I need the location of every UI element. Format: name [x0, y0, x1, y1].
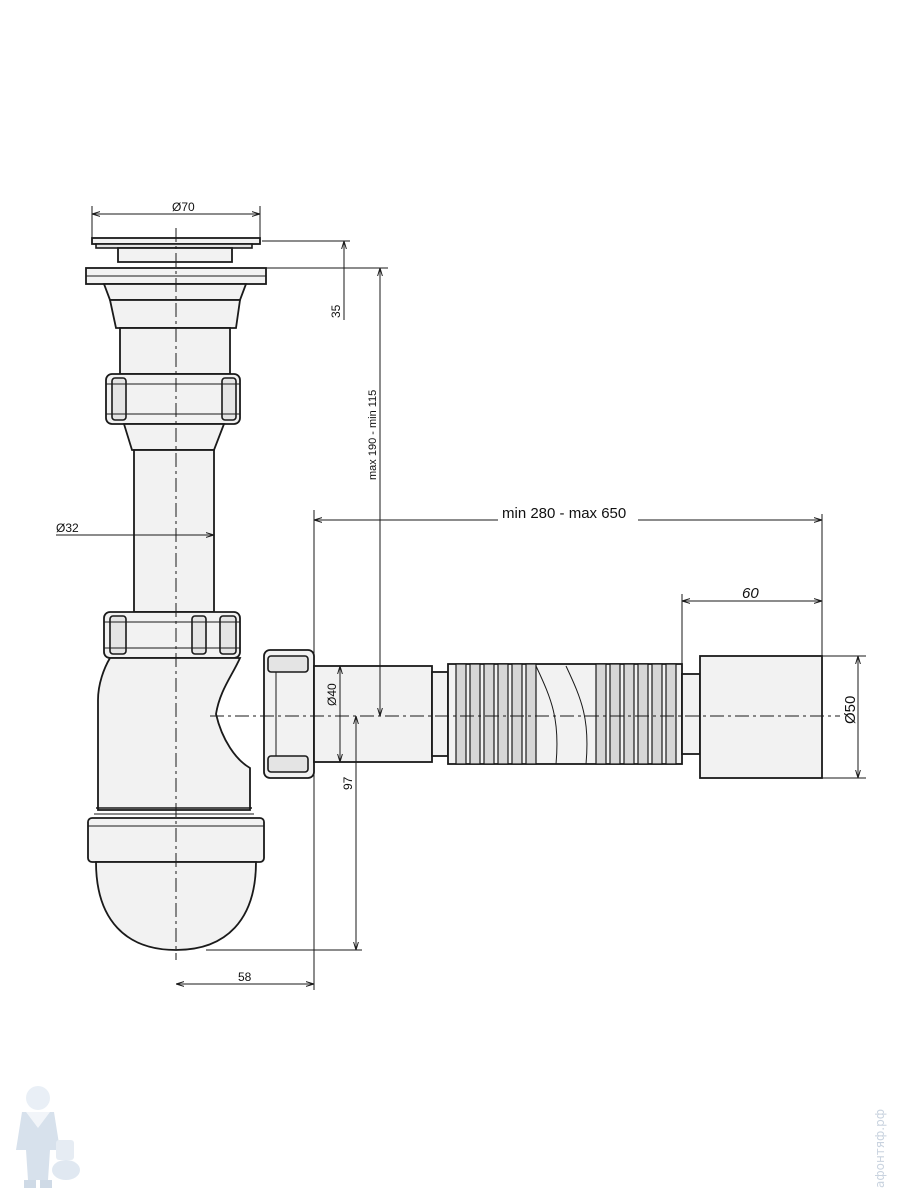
corrugated-hose [447, 663, 683, 765]
dim-height-97 [206, 716, 362, 951]
hose-rib [609, 663, 621, 765]
outlet-pipe [313, 665, 449, 763]
dim-label-height-97: 97 [341, 776, 355, 790]
hose-rib [455, 663, 467, 765]
dim-label-length-60: 60 [742, 585, 759, 602]
watermark-text: афонтяф.рф [873, 1109, 887, 1188]
dim-size-35 [262, 240, 388, 320]
bottle-trap-body [94, 657, 254, 815]
outlet-tailpiece [102, 283, 248, 375]
hose-rib [623, 663, 635, 765]
dim-diameter-50 [822, 655, 866, 779]
plumber-mascot-icon [16, 1086, 80, 1188]
dim-label-diameter-70: Ø70 [172, 200, 195, 214]
dim-label-height-range: max 190 - min 115 [367, 390, 379, 480]
watermark: афонтяф.рф [873, 1109, 887, 1188]
side-outlet-nut [263, 649, 315, 779]
dim-label-bg [498, 504, 638, 524]
end-coupling [681, 655, 823, 779]
hose-rib [665, 663, 677, 765]
dim-label-length-range: min 280 - max 650 [502, 505, 626, 522]
upper-union-nut [105, 373, 241, 425]
hose-rib [651, 663, 663, 765]
dim-length-60 [681, 594, 822, 674]
dim-label-diameter-32: Ø32 [56, 521, 79, 535]
hose-rib [525, 663, 537, 765]
dim-label-diameter-40: Ø40 [325, 683, 339, 706]
vertical-pipe [122, 423, 226, 613]
hose-rib [595, 663, 607, 765]
dim-label-diameter-50: Ø50 [842, 696, 859, 724]
hose-rib [511, 663, 523, 765]
dim-label-size-35: 35 [329, 304, 343, 318]
dim-label-width-58: 58 [238, 970, 252, 984]
hose-rib [637, 663, 649, 765]
lower-union-nut [103, 611, 241, 659]
hose-rib [469, 663, 481, 765]
hose-rib [497, 663, 509, 765]
dim-diameter-70 [91, 206, 261, 240]
hose-rib [483, 663, 495, 765]
